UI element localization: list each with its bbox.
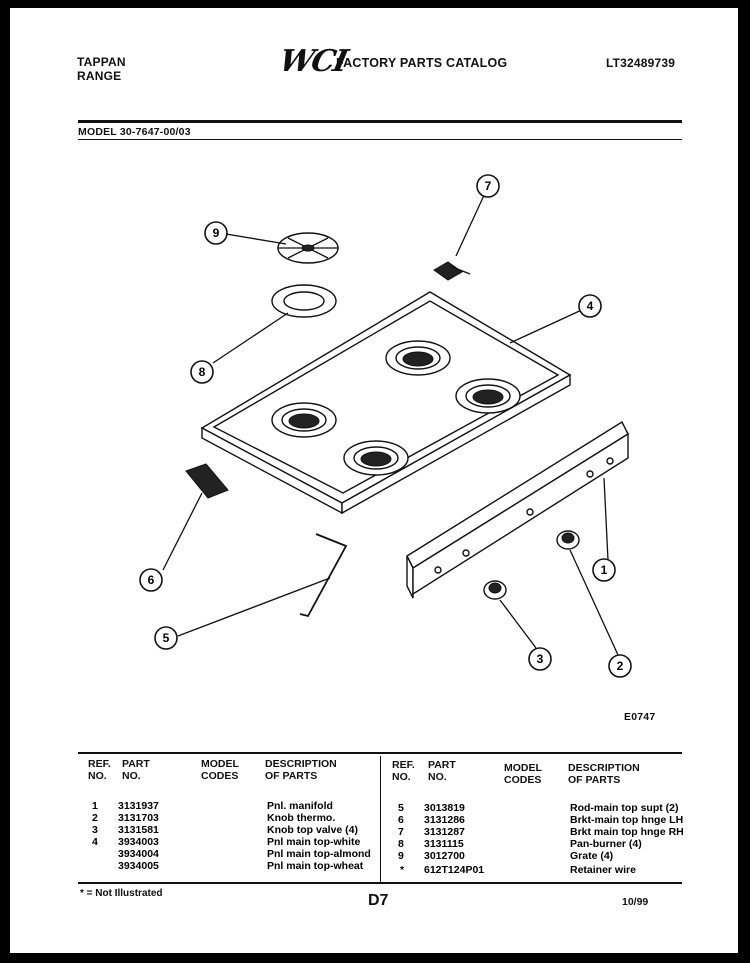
header-rule	[78, 120, 682, 123]
support-rod	[299, 533, 348, 618]
table-bottom-rule	[78, 882, 682, 884]
callout-9: 9	[204, 221, 228, 245]
not-illustrated-note: * = Not Illustrated	[80, 888, 163, 899]
page-number: D7	[368, 892, 389, 909]
callout-4: 4	[578, 294, 602, 318]
burner-rear-right	[455, 378, 521, 414]
scan-edge-mark	[0, 840, 8, 900]
hinge-bracket-lh	[185, 463, 229, 499]
callout-2: 2	[608, 654, 632, 678]
callout-8: 8	[190, 360, 214, 384]
brand-line-2: RANGE	[77, 69, 122, 83]
burner-rear-left	[385, 340, 451, 376]
table-top-rule	[78, 752, 682, 754]
revision-date: 10/99	[622, 896, 649, 908]
burner-grate	[277, 232, 339, 264]
brand-line-1: TAPPAN	[77, 55, 126, 69]
svg-text:7: 7	[485, 179, 492, 193]
model-rule	[78, 139, 682, 140]
table-column-divider	[380, 756, 381, 882]
burner-front-right	[343, 440, 409, 476]
callout-1: 1	[592, 558, 616, 582]
main-top-panel	[200, 291, 572, 515]
svg-text:3: 3	[537, 652, 544, 666]
callout-7: 7	[476, 174, 500, 198]
burner-front-left	[271, 402, 337, 438]
parts-catalog-page: TAPPAN RANGE WCI FACTORY PARTS CATALOG L…	[10, 8, 738, 953]
left-ref-header: REF.NO.	[88, 758, 111, 782]
callout-5: 5	[154, 626, 178, 650]
svg-text:8: 8	[199, 365, 206, 379]
burner-pan	[271, 284, 337, 318]
model-label: MODEL 30-7647-00/03	[78, 126, 191, 138]
manifold-panel	[406, 420, 629, 599]
svg-text:5: 5	[163, 631, 170, 645]
svg-text:2: 2	[617, 659, 624, 673]
drawing-id: E0747	[624, 711, 656, 723]
svg-text:6: 6	[148, 573, 155, 587]
exploded-parts-diagram: 9 8 7 4 6 5 1 3 2	[139, 174, 632, 678]
svg-text:9: 9	[213, 226, 220, 240]
thermo-knob	[556, 530, 580, 550]
top-valve-knob	[483, 580, 507, 600]
catalog-title: FACTORY PARTS CATALOG	[336, 56, 508, 70]
hinge-bracket-rh	[433, 261, 471, 281]
catalog-number: LT32489739	[606, 56, 676, 70]
callout-3: 3	[528, 647, 552, 671]
right-ref-header: REF.NO.	[392, 759, 415, 783]
callout-6: 6	[139, 568, 163, 592]
svg-text:4: 4	[587, 299, 594, 313]
svg-text:1: 1	[601, 563, 608, 577]
